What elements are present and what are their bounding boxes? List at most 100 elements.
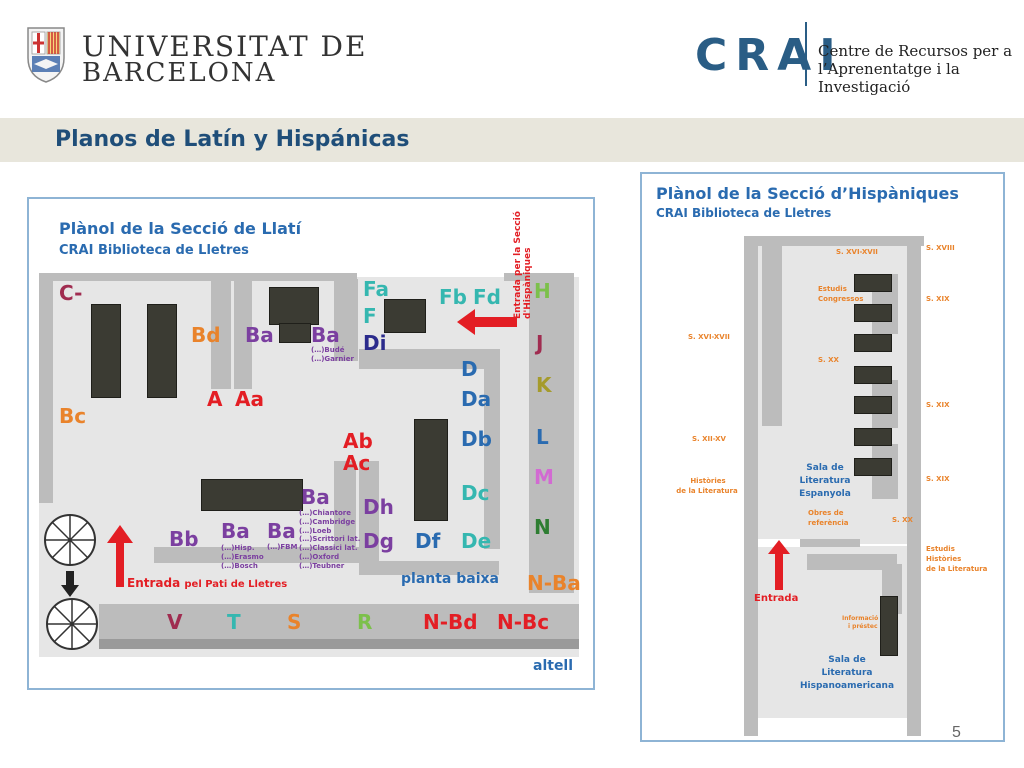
section-note-list: (…)Hisp. (…)Erasmo (…)Bosch (221, 544, 264, 570)
shelf-label: Estudis (818, 285, 847, 293)
section-label: Ba (245, 323, 274, 347)
reading-table (414, 419, 448, 521)
wall (800, 539, 860, 547)
section-label: Ab (343, 429, 373, 453)
section-label: Dc (461, 481, 490, 505)
reading-table (147, 304, 177, 398)
page-number: 5 (952, 724, 961, 741)
hisp-map-subtitle: CRAI Biblioteca de Lletres (656, 206, 832, 220)
section-label: N-Ba (527, 571, 581, 595)
latin-map-subtitle: CRAI Biblioteca de Lletres (59, 243, 249, 258)
room-label: Espanyola (799, 489, 851, 499)
entrance-label: Entrada (754, 593, 799, 604)
hisp-map-title: Plànol de la Secció d’Hispàniques (656, 184, 959, 203)
section-label: A (207, 387, 223, 411)
reading-table (279, 323, 311, 343)
shelf-label: S. XX (892, 516, 913, 524)
shelf-label: Congressos (818, 295, 864, 303)
desk-label: i préstec (848, 623, 878, 630)
section-label: Ac (343, 451, 371, 475)
shelf-label: S. XVI-XVII (836, 248, 878, 256)
crai-description-line2: l’Aprenentatge i la Investigació (818, 60, 960, 96)
desk-label: Informació (842, 615, 879, 622)
entrance-main-label: Entrada pel Pati de Lletres (127, 576, 288, 590)
section-label: H (534, 279, 551, 303)
latin-section-map: Plànol de la Secció de Llatí CRAI Biblio… (27, 197, 595, 690)
section-label: Bc (59, 404, 87, 428)
shelf-label: S. XIX (926, 401, 950, 409)
section-label: V (167, 610, 183, 634)
shelf-label: Estudis (926, 545, 955, 553)
room-label: Hispanoamericana (799, 681, 895, 691)
section-label: Di (363, 331, 387, 355)
section-note: (…)Budé (311, 346, 345, 354)
wall (359, 349, 499, 369)
wall (907, 236, 921, 736)
section-label: D (461, 357, 478, 381)
section-label: S (287, 610, 302, 634)
hispanic-section-map: Plànol de la Secció d’Hispàniques CRAI B… (640, 172, 1005, 742)
reading-table (854, 396, 892, 414)
shelf-label: S. XVI-XVII (688, 333, 730, 341)
room-label: Literatura (799, 476, 851, 486)
section-note-list: (…)Chiantore (…)Cambridge (…)Loeb (…)Scr… (299, 509, 361, 570)
section-label: Dg (363, 529, 394, 553)
section-label: N-Bd (423, 610, 478, 634)
wall (762, 246, 782, 426)
spiral-stairs-icon (46, 598, 98, 650)
title-bar (0, 118, 1024, 162)
section-label: Fd (473, 285, 501, 309)
reading-table (384, 299, 426, 333)
reading-table (854, 274, 892, 292)
section-label: Ba (311, 323, 340, 347)
section-label: Db (461, 427, 492, 451)
section-label: Aa (235, 387, 264, 411)
shelf-label: referència (808, 519, 849, 527)
section-label: Fa (363, 277, 389, 301)
wall (154, 547, 359, 563)
section-label: R (357, 610, 373, 634)
section-label: F (363, 304, 377, 328)
mezzanine-shelf (99, 604, 579, 640)
wall (484, 349, 500, 549)
stairs-down-arrow-icon (61, 571, 79, 597)
room-label: Sala de (828, 655, 866, 665)
reading-table (269, 287, 319, 325)
reading-table (854, 334, 892, 352)
entrance-hisp-arrow-icon (457, 309, 517, 335)
reading-table (854, 458, 892, 476)
wall (39, 273, 357, 281)
section-label: Ba (221, 519, 250, 543)
spiral-stairs-icon (44, 514, 96, 566)
crai-logo: CRAI (695, 30, 844, 81)
reading-table (91, 304, 121, 398)
shelf-label: Històries (690, 477, 726, 485)
crai-description-line1: Centre de Recursos per a (818, 42, 1013, 60)
section-label: Ba (267, 519, 296, 543)
shelf-label: Obres de (808, 509, 844, 517)
section-note: (…)Garnier (311, 355, 354, 363)
info-desk (880, 596, 898, 656)
wall (744, 236, 924, 246)
shelf-label: S. XIX (926, 295, 950, 303)
wall (39, 273, 53, 503)
reading-table (854, 366, 892, 384)
wall (334, 461, 356, 561)
shelf-label: Històries (926, 555, 962, 563)
wall (211, 279, 231, 389)
shelf-label: S. XX (818, 356, 839, 364)
wall (529, 273, 574, 593)
shelf-label: de la Literatura (926, 565, 988, 573)
latin-map-title: Plànol de la Secció de Llatí (59, 219, 302, 238)
wall (359, 561, 499, 575)
reading-table (854, 304, 892, 322)
section-label: Fb (439, 285, 467, 309)
section-label: J (536, 331, 544, 355)
floor-label: planta baixa (401, 571, 499, 587)
section-label: T (227, 610, 241, 634)
shelf-label: S. XII-XV (692, 435, 726, 443)
section-label: C- (59, 281, 83, 305)
section-label: Da (461, 387, 492, 411)
section-label: M (534, 465, 554, 489)
reading-table (854, 428, 892, 446)
